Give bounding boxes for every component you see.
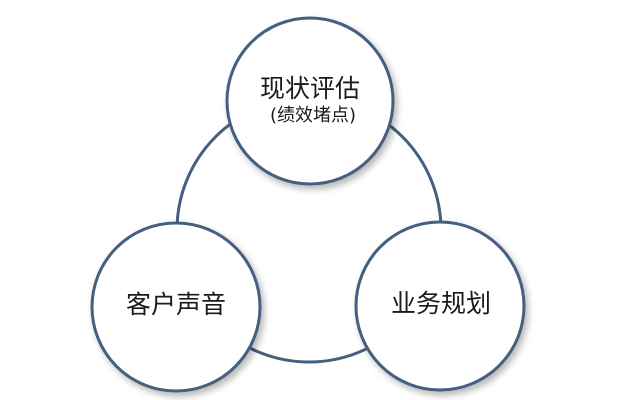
node-circle-customer-voice (90, 221, 262, 393)
node-circle-current-assessment (225, 16, 395, 186)
node-title-business-planning: 业务规划 (391, 289, 491, 318)
node-circle-business-planning (354, 220, 526, 392)
node-customer-voice: 客户声音 (90, 221, 262, 393)
node-title-customer-voice: 客户声音 (126, 290, 226, 319)
node-business-planning: 业务规划 (354, 220, 526, 392)
node-current-assessment: 现状评估 (绩效堵点) (225, 16, 395, 186)
node-title-current-assessment: 现状评估 (260, 74, 360, 103)
node-subtitle-current-assessment: (绩效堵点) (270, 105, 356, 126)
